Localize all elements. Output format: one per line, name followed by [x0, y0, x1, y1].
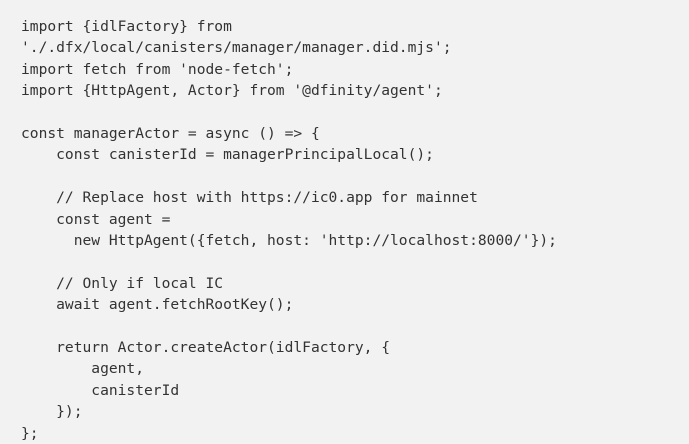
code-line: const canisterId = managerPrincipalLocal… [21, 146, 434, 164]
code-line: // Replace host with https://ic0.app for… [21, 189, 478, 207]
code-line: import {HttpAgent, Actor} from '@dfinity… [21, 82, 443, 100]
code-line: const agent = [21, 210, 171, 228]
code-line-blank [21, 166, 689, 187]
code-line: return Actor.createActor(idlFactory, { [21, 339, 391, 357]
code-block: import {idlFactory} from './.dfx/local/ca… [21, 18, 557, 442]
code-line: import fetch from 'node-fetch'; [21, 60, 294, 78]
code-content: import {idlFactory} from './.dfx/local/ca… [21, 16, 689, 444]
code-line: agent, [21, 360, 145, 378]
code-line: canisterId [21, 381, 180, 399]
code-line: }); [21, 403, 83, 421]
code-line-blank [21, 102, 689, 123]
code-line: }; [21, 424, 39, 442]
code-line: // Only if local IC [21, 274, 224, 292]
code-line: new HttpAgent({fetch, host: 'http://loca… [21, 232, 557, 250]
code-line: './.dfx/local/canisters/manager/manager.… [21, 39, 452, 57]
code-line: import {idlFactory} from [21, 18, 232, 35]
code-line-blank [21, 316, 689, 337]
code-line-blank [21, 251, 689, 272]
code-line: await agent.fetchRootKey(); [21, 296, 294, 314]
code-line: const managerActor = async () => { [21, 125, 320, 143]
